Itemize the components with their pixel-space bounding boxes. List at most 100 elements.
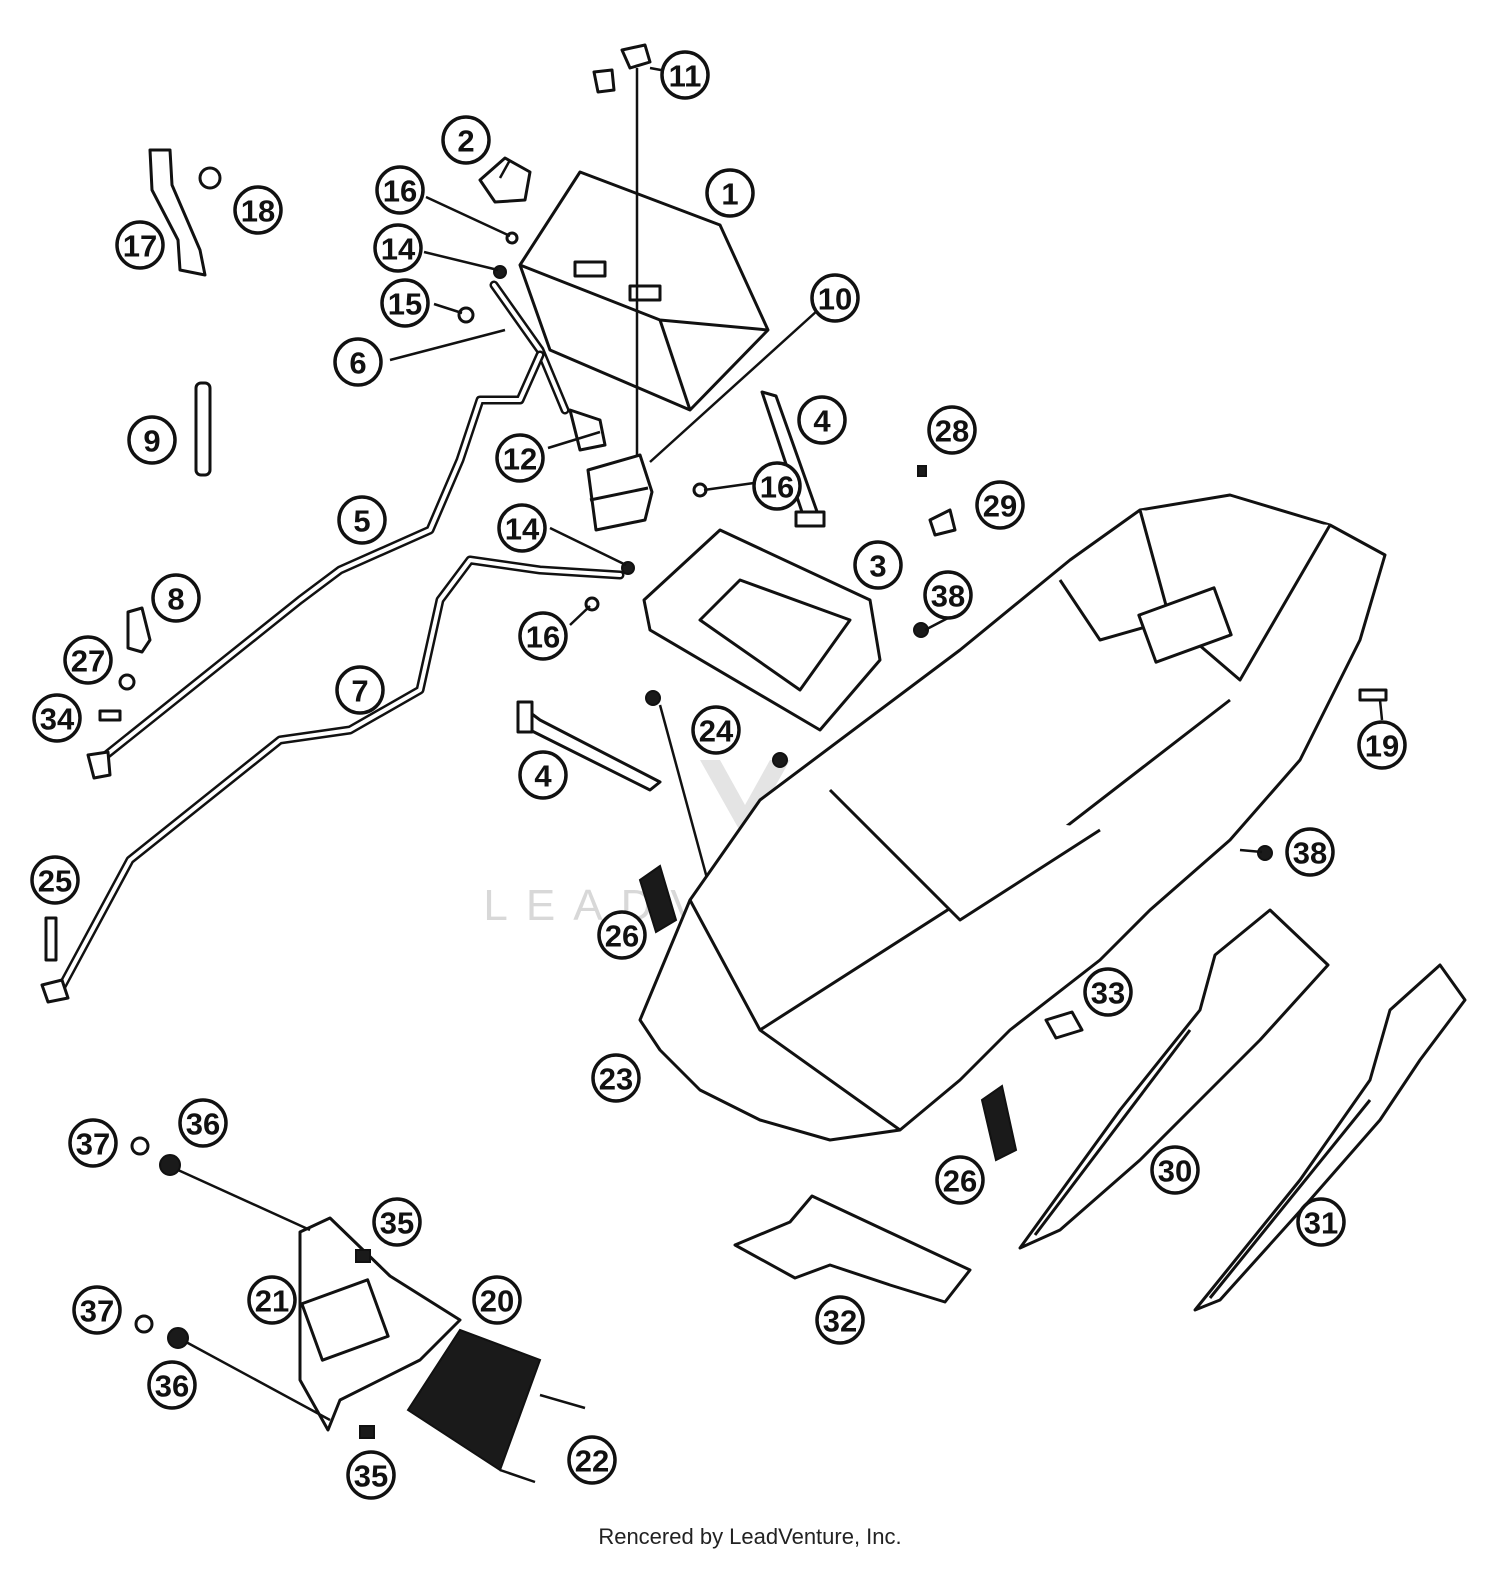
callout-circle bbox=[660, 50, 710, 100]
battery bbox=[518, 170, 770, 412]
clip-28 bbox=[917, 465, 927, 477]
callout-circle bbox=[497, 503, 547, 553]
callout-circle bbox=[333, 337, 383, 387]
callout-number: 36 bbox=[155, 1369, 189, 1404]
callout-number: 10 bbox=[818, 282, 852, 317]
terminal-cover bbox=[478, 156, 532, 204]
callout-35: 35 bbox=[346, 1450, 396, 1500]
bolt-19 bbox=[1358, 688, 1388, 702]
callout-2: 2 bbox=[441, 115, 491, 165]
nut-37-upper bbox=[130, 1136, 150, 1156]
callout-number: 6 bbox=[349, 346, 366, 381]
callout-circle bbox=[1296, 1197, 1346, 1247]
callout-number: 38 bbox=[1293, 836, 1327, 871]
callout-number: 17 bbox=[123, 229, 157, 264]
callout-circle bbox=[335, 665, 385, 715]
callout-number: 16 bbox=[383, 174, 417, 209]
callout-circle bbox=[975, 480, 1025, 530]
callout-36: 36 bbox=[178, 1098, 228, 1148]
callout-circle bbox=[815, 1295, 865, 1345]
callout-35: 35 bbox=[372, 1197, 422, 1247]
side-cover-30 bbox=[1018, 908, 1330, 1250]
terminal-caps bbox=[592, 43, 652, 470]
callout-circle bbox=[1083, 967, 1133, 1017]
callout-circle bbox=[1285, 827, 1335, 877]
washer-36-upper bbox=[159, 1154, 311, 1232]
callout-number: 30 bbox=[1158, 1154, 1192, 1189]
bracket-21 bbox=[298, 1216, 462, 1432]
battery-box bbox=[642, 528, 882, 732]
fuse-8 bbox=[126, 606, 152, 654]
callout-circle bbox=[63, 635, 113, 685]
nut-18 bbox=[198, 166, 222, 190]
callout-31: 31 bbox=[1296, 1197, 1346, 1247]
callout-27: 27 bbox=[63, 635, 113, 685]
callout-number: 28 bbox=[935, 414, 969, 449]
callout-number: 15 bbox=[388, 287, 422, 322]
battery-bracket bbox=[148, 148, 207, 277]
callout-circle bbox=[380, 278, 430, 328]
clip-33 bbox=[1044, 1010, 1084, 1040]
callout-number: 4 bbox=[813, 404, 831, 439]
callout-36: 36 bbox=[147, 1360, 197, 1410]
screw-34 bbox=[98, 709, 122, 722]
splash-guard-32 bbox=[733, 1194, 972, 1304]
callout-circle bbox=[923, 570, 973, 620]
callout-1: 1 bbox=[705, 168, 755, 218]
rear-fender bbox=[638, 493, 1387, 1142]
callout-number: 24 bbox=[699, 714, 734, 749]
callout-circle bbox=[147, 1360, 197, 1410]
callout-circle bbox=[705, 168, 755, 218]
clip-29 bbox=[928, 508, 957, 537]
side-cover-31 bbox=[1193, 963, 1467, 1312]
callout-25: 25 bbox=[30, 855, 80, 905]
callout-15: 15 bbox=[380, 278, 430, 328]
callout-5: 5 bbox=[337, 495, 387, 545]
callout-number: 11 bbox=[669, 59, 702, 94]
callout-circle bbox=[178, 1098, 228, 1148]
callout-number: 23 bbox=[599, 1062, 633, 1097]
callout-3: 3 bbox=[853, 540, 903, 590]
callout-21: 21 bbox=[247, 1275, 297, 1325]
regulator-20-22 bbox=[406, 1328, 586, 1484]
callout-38: 38 bbox=[923, 570, 973, 620]
callout-10: 10 bbox=[810, 273, 860, 323]
callout-16: 16 bbox=[518, 611, 568, 661]
callout-number: 33 bbox=[1091, 976, 1125, 1011]
cable-clamp-12 bbox=[568, 408, 607, 452]
washer-36-lower bbox=[167, 1327, 331, 1422]
callout-circle bbox=[495, 433, 545, 483]
reflector-26-right bbox=[980, 1084, 1018, 1162]
callout-22: 22 bbox=[567, 1435, 617, 1485]
callout-6: 6 bbox=[333, 337, 383, 387]
callout-18: 18 bbox=[233, 185, 283, 235]
callout-number: 14 bbox=[381, 232, 416, 267]
callout-number: 14 bbox=[505, 512, 540, 547]
callout-number: 5 bbox=[353, 504, 370, 539]
callout-16: 16 bbox=[375, 165, 425, 215]
callout-circle bbox=[30, 855, 80, 905]
callout-circle bbox=[927, 405, 977, 455]
callout-37: 37 bbox=[72, 1285, 122, 1335]
starter-relay bbox=[586, 309, 819, 532]
callout-circle bbox=[372, 1197, 422, 1247]
callout-number: 18 bbox=[241, 194, 275, 229]
callout-number: 37 bbox=[80, 1294, 114, 1329]
callout-14: 14 bbox=[373, 223, 423, 273]
callout-number: 21 bbox=[255, 1284, 289, 1319]
callout-number: 25 bbox=[38, 864, 72, 899]
callout-circle bbox=[247, 1275, 297, 1325]
callout-circle bbox=[472, 1275, 522, 1325]
callout-number: 34 bbox=[40, 702, 75, 737]
callout-number: 16 bbox=[526, 620, 560, 655]
callout-circle bbox=[72, 1285, 122, 1335]
bolt-35-lower bbox=[359, 1425, 375, 1439]
callout-circle bbox=[518, 750, 568, 800]
callout-16: 16 bbox=[752, 461, 802, 511]
callout-circle bbox=[32, 693, 82, 743]
callout-number: 16 bbox=[760, 470, 794, 505]
callout-circle bbox=[935, 1155, 985, 1205]
callout-circle bbox=[151, 573, 201, 623]
callout-20: 20 bbox=[472, 1275, 522, 1325]
